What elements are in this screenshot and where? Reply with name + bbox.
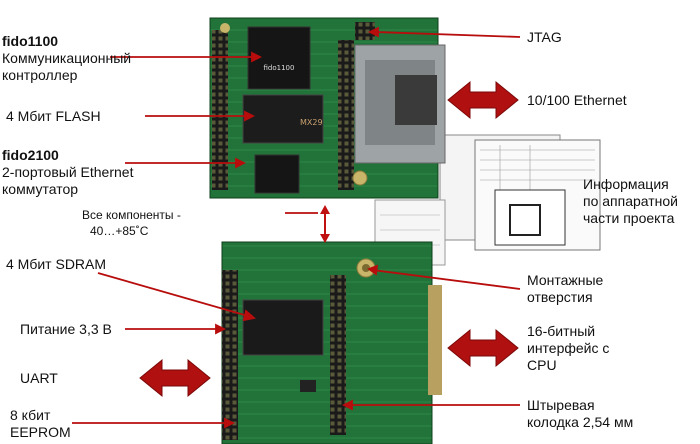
header-line2: колодка 2,54 мм: [527, 414, 634, 430]
double-arrows: [139, 80, 519, 398]
label-hardware-info: Информация по аппаратной части проекта: [583, 176, 678, 227]
eeprom-line1: 8 кбит: [10, 407, 51, 423]
label-temperature: Все компоненты - 40…+85˚C: [82, 207, 181, 239]
fido2100-title: fido2100: [2, 147, 59, 163]
cpu-arrow: [447, 328, 519, 368]
stack-arrow: [320, 205, 330, 243]
cpu-line1: 16-битный: [527, 323, 596, 339]
temp-line1: Все компоненты -: [82, 208, 181, 222]
uart-arrow: [139, 358, 211, 398]
flash-chip-mark: MX29: [300, 118, 323, 127]
fido1100-chip-mark: fido1100: [264, 64, 295, 72]
temp-line2: 40…+85˚C: [90, 224, 149, 238]
label-eeprom: 8 кбит EEPROM: [10, 407, 71, 441]
label-cpu-interface: 16-битный интерфейс с CPU: [527, 323, 609, 374]
fido1100-line2: контроллер: [2, 67, 78, 83]
label-pin-header: Штыревая колодка 2,54 мм: [527, 397, 633, 431]
label-fido1100: fido1100 Коммуникационный контроллер: [2, 33, 131, 84]
mount-line1: Монтажные: [527, 272, 604, 288]
fido2100-line2: коммутатор: [2, 181, 79, 197]
label-uart: UART: [20, 370, 58, 386]
label-ethernet: 10/100 Ethernet: [527, 92, 627, 108]
fido2100-line1: 2-портовый Ethernet: [2, 164, 134, 180]
top-board: fido1100 MX29: [209, 17, 446, 199]
label-power: Питание 3,3 В: [20, 321, 112, 337]
eeprom-line2: EEPROM: [10, 424, 71, 440]
fido1100-line1: Коммуникационный: [2, 50, 132, 66]
mount-line2: отверстия: [527, 289, 593, 305]
schematic-sheets: [374, 134, 601, 266]
label-sdram: 4 Мбит SDRAM: [6, 256, 107, 272]
bottom-board: [221, 241, 442, 444]
cpu-line2: интерфейс с: [527, 340, 610, 356]
label-fido2100: fido2100 2-портовый Ethernet коммутатор: [2, 147, 133, 198]
header-line1: Штыревая: [527, 397, 595, 413]
label-jtag: JTAG: [527, 29, 562, 45]
label-mounting-holes: Монтажные отверстия: [527, 272, 603, 306]
ethernet-arrow: [447, 80, 519, 120]
hwinfo-line1: Информация: [583, 176, 669, 192]
hwinfo-line3: части проекта: [583, 210, 675, 226]
label-flash: 4 Мбит FLASH: [6, 108, 101, 124]
hwinfo-line2: по аппаратной: [583, 193, 679, 209]
pointer-lines: [72, 26, 521, 429]
fido1100-title: fido1100: [2, 33, 59, 49]
cpu-line3: CPU: [527, 357, 557, 373]
